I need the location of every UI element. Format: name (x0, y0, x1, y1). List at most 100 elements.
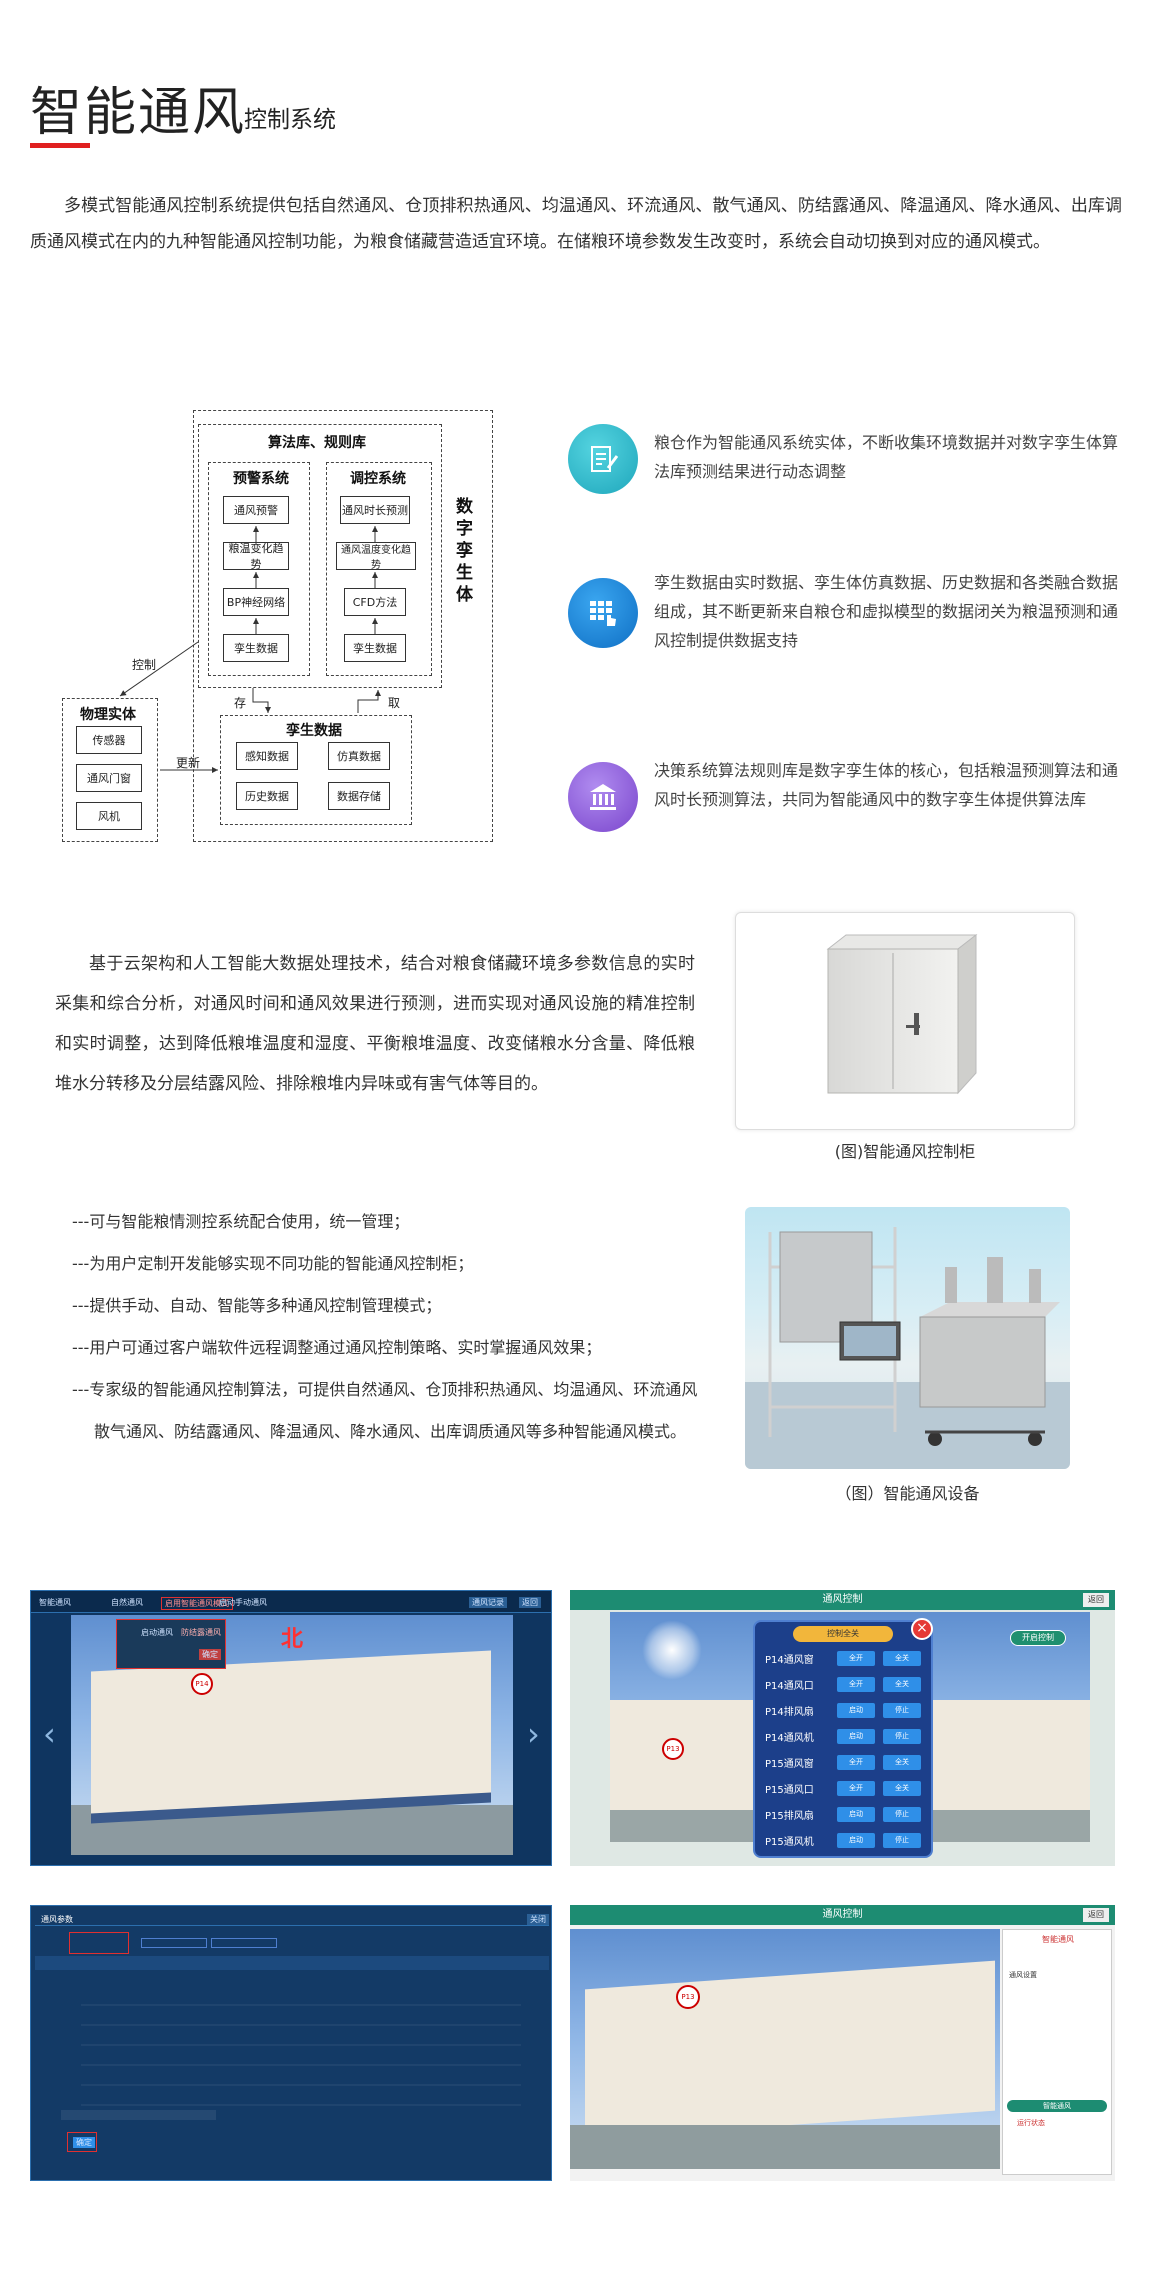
warning-boundary (208, 462, 310, 676)
device-off-button[interactable]: 全关 (883, 1676, 921, 1692)
device-on-button[interactable]: 启动 (837, 1806, 875, 1822)
back-button[interactable]: 返回 (1083, 1908, 1109, 1922)
fetch-label: 取 (388, 696, 401, 710)
device-row: P14通风机启动停止 (765, 1726, 925, 1746)
mode-option[interactable] (211, 1938, 277, 1948)
param-header (35, 1910, 549, 1926)
panel-title: 智能通风 (1042, 1935, 1074, 1944)
feature-text: 粮仓作为智能通风系统实体，不断收集环境数据并对数字孪生体算法库预测结果进行动态调… (654, 433, 1119, 481)
description-paragraph: 基于云架构和人工智能大数据处理技术，结合对粮食储藏环境多参数信息的实时采集和综合… (55, 954, 695, 1094)
scene-ground (570, 2125, 1000, 2169)
param-tabs[interactable] (35, 1956, 549, 1970)
data-title: 孪生数据 (286, 723, 342, 739)
screen-tab[interactable]: 智能通风 (39, 1598, 71, 1607)
device-off-button[interactable]: 停止 (883, 1702, 921, 1718)
title-underline (30, 143, 90, 148)
prev-arrow-icon[interactable]: ‹ (43, 1715, 56, 1753)
device-on-button[interactable]: 全开 (837, 1676, 875, 1692)
cabinet-caption: (图)智能通风控制柜 (834, 1142, 976, 1161)
screen-tab[interactable]: 启动手动通风 (219, 1598, 267, 1607)
screenshot-parameters: 通风参数 关闭 确定 (30, 1905, 552, 2181)
control-panel: 智能通风 通风设置 智能通风 运行状态 (1002, 1929, 1112, 2175)
screenshot-ventilation-control: 通风控制 返回 P13 控制全关 × P14通风窗全开全关 P14通风口全开全关… (570, 1590, 1115, 1866)
mode-option[interactable] (141, 1938, 207, 1948)
device-off-button[interactable]: 全关 (883, 1650, 921, 1666)
device-name: P15通风机 (765, 1836, 814, 1848)
device-row: P15通风机 启动停止 (765, 1830, 925, 1850)
device-row: P15通风窗全开全关 (765, 1752, 925, 1772)
device-off-button[interactable]: 全关 (883, 1780, 921, 1796)
twin-boundary (193, 410, 493, 842)
device-off-button[interactable]: 全关 (883, 1754, 921, 1770)
feature-bullet: 散气通风、防结露通风、降温通风、降水通风、出库调质通风等多种智能通风模式。 (94, 1422, 687, 1441)
feature-bullet: ---用户可通过客户端软件远程调整通过通风控制策略、实时掌握通风效果； (72, 1338, 602, 1357)
next-arrow-icon[interactable]: › (527, 1715, 540, 1753)
physical-item: 通风门窗 (76, 764, 142, 792)
screenshot-3d-view: 智能通风 自然通风 启用智能通风模式 启动手动通风 通风记录 返回 P14 北 … (30, 1590, 552, 1866)
sun (642, 1620, 702, 1680)
screen-tab[interactable]: 自然通风 (111, 1598, 143, 1607)
feature-bullet: ---可与智能粮情测控系统配合使用，统一管理； (72, 1212, 410, 1231)
device-caption: （图）智能通风设备 (835, 1484, 980, 1503)
device-on-button[interactable]: 启动 (837, 1728, 875, 1744)
param-options[interactable] (61, 2110, 216, 2120)
control-item: CFD方法 (344, 588, 406, 616)
feature-bullet: ---为用户定制开发能够实现不同功能的智能通风控制柜； (72, 1254, 474, 1273)
data-item: 数据存储 (328, 782, 390, 810)
warning-title: 预警系统 (233, 471, 289, 487)
param-form[interactable] (81, 1986, 521, 2106)
device-control-dialog: 控制全关 × P14通风窗全开全关 P14通风口全开全关 P14排风扇启动停止 … (753, 1618, 933, 1858)
menu-item[interactable]: 防结露通风 (181, 1628, 221, 1637)
mode-label: 通风设置 (1009, 1971, 1037, 1979)
open-control-button[interactable]: 开启控制 (1010, 1630, 1066, 1646)
device-name: P15排风扇 (765, 1810, 814, 1822)
device-row: P15通风口全开全关 (765, 1778, 925, 1798)
device-off-button[interactable]: 停止 (883, 1806, 921, 1822)
ventilation-device-image (745, 1207, 1070, 1469)
menu-confirm[interactable]: 确定 (199, 1649, 221, 1660)
control-boundary (326, 462, 432, 676)
back-button[interactable]: 返回 (1083, 1593, 1109, 1607)
device-on-button[interactable]: 全开 (837, 1780, 875, 1796)
digital-twin-diagram: 算法库、规则库 预警系统 通风预警 粮温变化趋势 BP神经网络 孪生数据 调控系… (58, 410, 498, 850)
close-icon[interactable]: × (911, 1618, 933, 1640)
granary-building (585, 1960, 995, 2140)
back-button[interactable]: 返回 (519, 1597, 541, 1608)
building-badge: P13 (676, 1985, 700, 2009)
device-on-button[interactable]: 启动 (837, 1702, 875, 1718)
control-label: 控制 (132, 658, 157, 672)
device-off-button[interactable]: 停止 (883, 1728, 921, 1744)
intro-paragraph: 多模式智能通风控制系统提供包括自然通风、仓顶排积热通风、均温通风、环流通风、散气… (30, 196, 1122, 252)
store-label: 存 (234, 696, 247, 710)
mode-menu (116, 1619, 226, 1669)
control-title: 调控系统 (350, 471, 406, 487)
control-item: 通风时长预测 (340, 496, 410, 524)
touch-grid-icon (568, 578, 638, 648)
device-off-button[interactable]: 停止 (883, 1832, 921, 1848)
smart-ventilation-button[interactable]: 智能通风 (1007, 2100, 1107, 2112)
data-item: 感知数据 (236, 742, 298, 770)
screenshot-smart-ventilation: 通风控制 返回 P13 智能通风 通风设置 智能通风 运行状态 (570, 1905, 1115, 2181)
menu-item[interactable]: 启动通风 (141, 1628, 173, 1637)
physical-boundary (62, 698, 158, 842)
screen-tab[interactable]: 启用智能通风模式 (161, 1597, 233, 1610)
device-row: P15排风扇 启动停止 (765, 1804, 925, 1824)
device-name: P14通风口 (765, 1680, 814, 1692)
close-button[interactable]: 关闭 (527, 1914, 549, 1925)
mode-select-highlight[interactable] (69, 1932, 129, 1954)
device-on-button[interactable]: 全开 (837, 1754, 875, 1770)
warning-item: 粮温变化趋势 (223, 542, 289, 571)
feature-bullet: ---提供手动、自动、智能等多种通风控制管理模式； (72, 1296, 442, 1315)
all-close-button[interactable]: 控制全关 (793, 1626, 893, 1642)
device-on-button[interactable]: 启动 (837, 1832, 875, 1848)
device-on-button[interactable]: 全开 (837, 1650, 875, 1666)
page-subtitle: 控制系统 (244, 107, 336, 133)
diagram-arrows (119, 526, 381, 773)
records-button[interactable]: 通风记录 (469, 1597, 507, 1608)
confirm-button[interactable]: 确定 (73, 2137, 95, 2148)
data-item: 历史数据 (236, 782, 298, 810)
feature-text: 孪生数据由实时数据、孪生体仿真数据、历史数据和各类融合数据组成，其不断更新来自粮… (654, 573, 1119, 650)
control-item: 通风温度变化趋势 (336, 542, 416, 571)
data-item: 仿真数据 (328, 742, 390, 770)
device-row: P14排风扇启动停止 (765, 1700, 925, 1720)
